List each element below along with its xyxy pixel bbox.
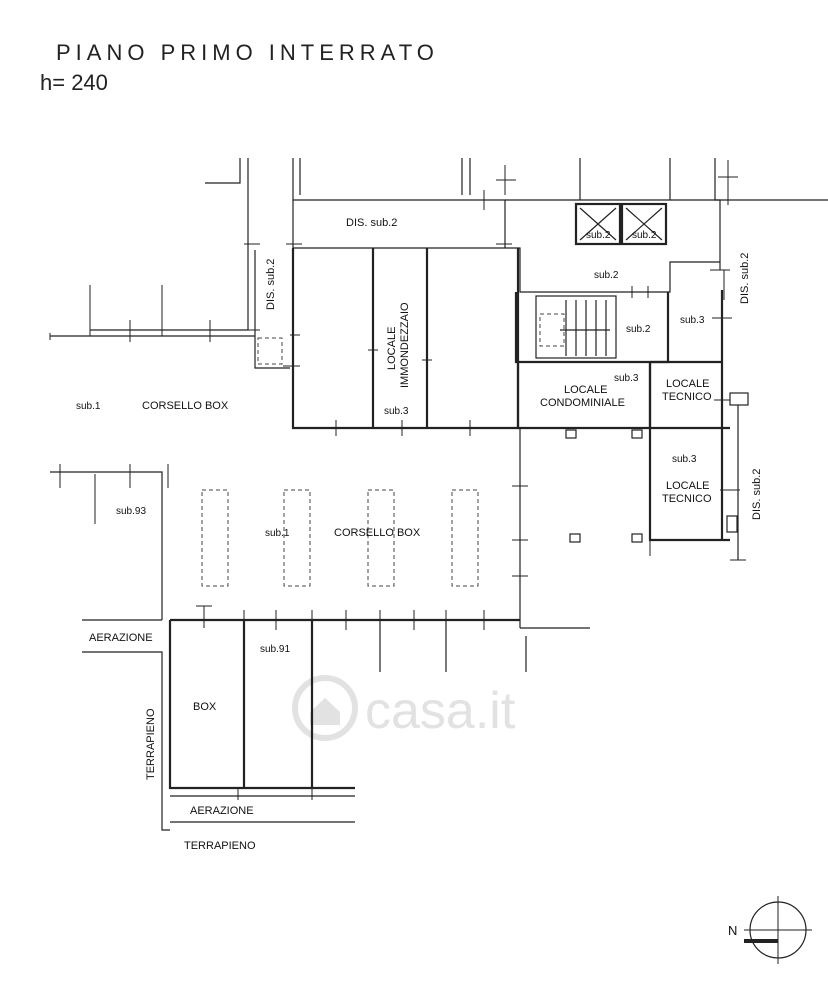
- walls: [49, 158, 828, 831]
- label-corsello-center: CORSELLO BOX: [334, 527, 421, 539]
- north-label: N: [728, 923, 737, 938]
- label-box: BOX: [193, 701, 217, 713]
- label-locale-tecnico-a-2: TECNICO: [662, 391, 712, 403]
- label-dis-sub2-top: DIS. sub.2: [346, 217, 397, 229]
- label-sub91: sub.91: [260, 644, 290, 655]
- label-terrapieno-vertical: TERRAPIENO: [145, 708, 157, 780]
- label-sub93: sub.93: [116, 506, 146, 517]
- label-sub2-lift-a: sub.2: [586, 230, 611, 241]
- label-aerazione-bottom: AERAZIONE: [190, 805, 254, 817]
- label-dis-sub2-right-top: DIS. sub.2: [739, 253, 751, 304]
- label-locale-condominiale-1: LOCALE: [564, 384, 607, 396]
- plan-title: PIANO PRIMO INTERRATO: [56, 40, 439, 65]
- label-sub1-center: sub.1: [265, 528, 290, 539]
- label-sub3-tecnico: sub.3: [672, 454, 697, 465]
- label-aerazione-left: AERAZIONE: [89, 632, 153, 644]
- label-sub2-lift-b: sub.2: [632, 230, 657, 241]
- label-sub1-left: sub.1: [76, 401, 101, 412]
- height-label: h= 240: [40, 70, 108, 95]
- label-locale-immondezzaio-2: IMMONDEZZAIO: [399, 302, 411, 388]
- watermark-text: casa.it: [365, 682, 516, 740]
- label-locale-tecnico-b-2: TECNICO: [662, 493, 712, 505]
- label-dis-sub2-left: DIS. sub.2: [265, 259, 277, 310]
- label-locale-tecnico-b-1: LOCALE: [666, 480, 709, 492]
- label-terrapieno-bottom: TERRAPIENO: [184, 840, 256, 852]
- label-sub2-center: sub.2: [594, 270, 619, 281]
- label-dis-sub2-right-bottom: DIS. sub.2: [751, 469, 763, 520]
- watermark-logo: casa.it: [292, 675, 516, 741]
- label-sub2-stair: sub.2: [626, 324, 651, 335]
- label-sub3-immondezzaio: sub.3: [384, 406, 409, 417]
- label-sub3-top-right: sub.3: [680, 315, 705, 326]
- label-sub3-stair: sub.3: [614, 373, 639, 384]
- label-locale-immondezzaio-1: LOCALE: [386, 327, 398, 370]
- north-arrow-icon: N: [728, 896, 812, 964]
- label-locale-condominiale-2: CONDOMINIALE: [540, 397, 625, 409]
- label-locale-tecnico-a-1: LOCALE: [666, 378, 709, 390]
- label-corsello-left: CORSELLO BOX: [142, 400, 229, 412]
